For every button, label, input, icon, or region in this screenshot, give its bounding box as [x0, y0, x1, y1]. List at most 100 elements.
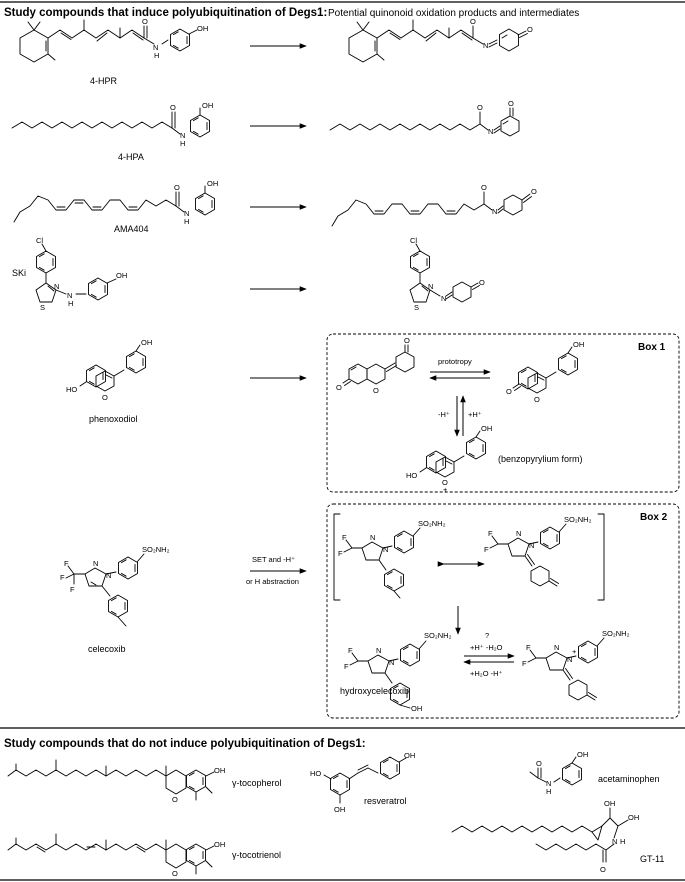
atom-oh: OH	[214, 840, 225, 849]
atom-f: F	[342, 533, 347, 542]
atom-o: O	[172, 795, 178, 804]
product-ski	[409, 243, 480, 303]
atom-oh: OH	[334, 805, 345, 814]
atom-o: O	[170, 103, 176, 112]
atom-f: F	[526, 643, 531, 652]
atom-oh: OH	[628, 813, 639, 822]
radical-bracket-left	[333, 513, 341, 601]
atom-o: O	[470, 17, 476, 26]
atom-n: N	[567, 655, 572, 664]
atom-f: F	[522, 659, 527, 668]
atom-ho: HO	[406, 471, 417, 480]
atom-f: F	[60, 573, 65, 582]
label-celecoxib: celecoxib	[88, 644, 126, 654]
atom-plus: +	[443, 485, 448, 494]
label-4hpr: 4-HPR	[90, 76, 118, 86]
label-phenoxodiol: phenoxodiol	[89, 414, 138, 424]
atom-o: O	[373, 386, 379, 395]
atom-f: F	[344, 662, 349, 671]
structure-gt11	[451, 807, 629, 863]
atom-oh: OH	[214, 766, 225, 775]
atom-so2nh2: SO₂NH₂	[142, 545, 170, 554]
atom-o: O	[477, 103, 483, 112]
radical-bracket-right	[597, 513, 605, 601]
atom-h: H	[546, 787, 551, 796]
product-4hpr	[348, 19, 528, 63]
atom-oh: OH	[207, 179, 218, 188]
atom-h: H	[184, 217, 189, 226]
atom-h: H	[68, 299, 73, 308]
atom-o: O	[531, 187, 537, 196]
atom-o: O	[527, 25, 533, 34]
structure-ama404	[13, 185, 215, 223]
box2-hydroxycelecoxib	[349, 640, 427, 709]
atom-cl: Cl	[410, 236, 417, 245]
structure-celecoxib	[65, 553, 145, 627]
atom-f: F	[70, 585, 75, 594]
atom-f: F	[338, 549, 343, 558]
header-products: Potential quinonoid oxidation products a…	[328, 8, 579, 19]
atom-f: F	[64, 559, 69, 568]
atom-so2nh2: SO₂NH₂	[424, 631, 452, 640]
atom-f: F	[348, 646, 353, 655]
atom-n: N	[441, 294, 446, 303]
product-ama404	[331, 191, 532, 227]
atom-oh: OH	[197, 24, 208, 33]
atom-oh: OH	[573, 340, 584, 349]
question-label: ?	[485, 631, 489, 640]
atom-h: H	[620, 837, 625, 846]
hydroxycelecoxib-label: hydroxycelecoxib	[340, 686, 409, 696]
box2-resonance-form	[489, 523, 567, 587]
header-bottom: Study compounds that do not induce polyu…	[4, 738, 366, 750]
structure-4hpr	[19, 19, 198, 63]
atom-n: N	[180, 131, 185, 140]
atom-n: N	[529, 541, 534, 550]
atom-n: N	[483, 41, 488, 50]
atom-h: H	[154, 51, 159, 60]
atom-oh: OH	[577, 750, 588, 759]
atom-n: N	[428, 282, 433, 291]
atom-oh: OH	[141, 338, 152, 347]
box1-quinone-methide	[342, 344, 415, 386]
label-resveratrol: resveratrol	[364, 796, 407, 806]
structure-resveratrol	[323, 756, 407, 804]
atom-o: O	[442, 478, 448, 487]
atom-o: O	[102, 393, 108, 402]
atom-oh: OH	[411, 704, 422, 713]
atom-oh: OH	[202, 101, 213, 110]
atom-n: N	[612, 837, 617, 846]
atom-o: O	[600, 865, 606, 874]
label-acetaminophen: acetaminophen	[598, 774, 660, 784]
box-1	[326, 333, 680, 493]
atom-f: F	[488, 529, 493, 538]
atom-oh: OH	[604, 799, 615, 808]
atom-n: N	[383, 545, 388, 554]
atom-o: O	[536, 759, 542, 768]
atom-h: H	[180, 139, 185, 148]
atom-o: O	[336, 383, 342, 392]
atom-o: O	[534, 395, 540, 404]
atom-n: N	[389, 658, 394, 667]
atom-n: N	[376, 646, 381, 655]
atom-n: N	[516, 529, 521, 538]
label-ski: SKi	[12, 268, 26, 278]
structure-gamma-tocopherol	[7, 759, 215, 801]
set-label-line1: SET and -H⁺	[252, 555, 295, 564]
structure-4hpa	[11, 107, 210, 138]
atom-n: N	[106, 571, 111, 580]
minus-h-label: -H⁺	[438, 410, 450, 419]
atom-o: O	[404, 336, 410, 345]
structure-ski	[35, 243, 117, 303]
atom-n: N	[492, 207, 497, 216]
box1-phenoxodiol	[512, 346, 578, 394]
atom-n: N	[93, 559, 98, 568]
atom-s: S	[414, 303, 419, 312]
atom-o: O	[508, 99, 514, 108]
structure-acetaminophen	[529, 756, 582, 786]
structure-phenoxodiol	[79, 344, 146, 392]
atom-ho: HO	[310, 769, 321, 778]
atom-o: O	[142, 17, 148, 26]
atom-n: N	[153, 43, 158, 52]
atom-n: N	[54, 282, 59, 291]
plus-h-label: +H⁺	[468, 410, 482, 419]
